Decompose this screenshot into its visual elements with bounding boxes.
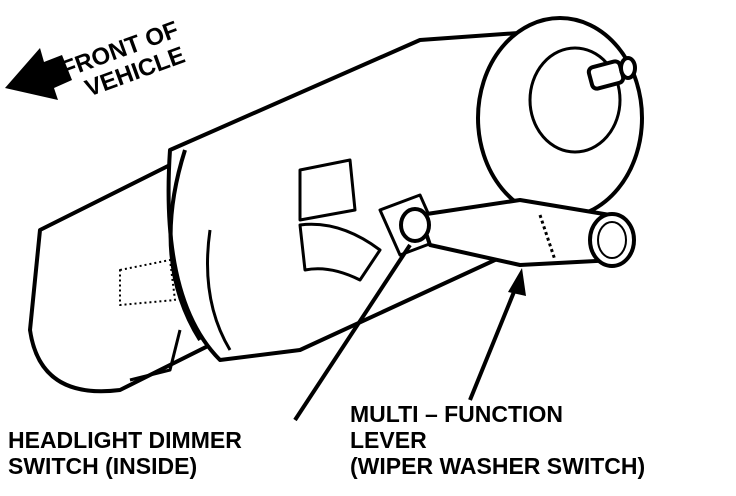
steering-column (28, 16, 644, 394)
lever-callout-line2: LEVER (350, 427, 427, 453)
headlight-callout-line1: HEADLIGHT DIMMER (8, 427, 242, 453)
lever-leader-line (468, 281, 520, 401)
lever-callout-line3: (WIPER WASHER SWITCH) (350, 453, 645, 479)
front-arrow-icon (5, 48, 72, 100)
lever-arrowhead-icon (508, 268, 526, 296)
headlight-leader-line (293, 243, 412, 422)
lever-callout-line1: MULTI – FUNCTION (350, 401, 563, 427)
headlight-callout-line2: SWITCH (INSIDE) (8, 453, 197, 479)
